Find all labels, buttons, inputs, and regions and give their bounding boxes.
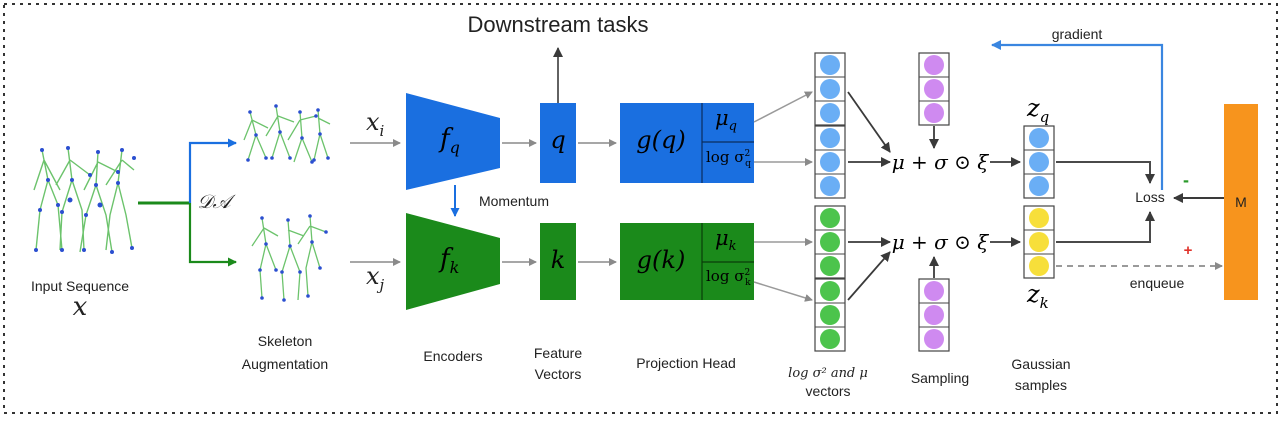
mu-q-label: μq: [715, 106, 737, 135]
xi-label: xi: [366, 108, 385, 140]
loss-label: Loss: [1135, 189, 1165, 205]
encoder-fq-label: fq: [440, 124, 460, 158]
feature-vector-k: [540, 223, 576, 300]
dotted-frame: [3, 3, 1278, 414]
gradient-label: gradient: [1051, 26, 1103, 42]
da-label: 𝒟𝒜: [197, 191, 231, 213]
xj-label: xj: [366, 262, 385, 294]
zk-sample-stack: [1023, 205, 1055, 279]
sampling-stack-bottom: [918, 278, 950, 352]
encoder-fk-shape: [406, 213, 500, 310]
downstream-tasks-label: Downstream tasks: [467, 12, 649, 37]
zq-sample-stack: [1023, 125, 1055, 199]
arrow-zk-to-loss: [1056, 211, 1155, 243]
input-skeleton-icon: [33, 147, 135, 253]
feature-q-label: q: [550, 126, 566, 154]
mu-q-vector-stack: [814, 52, 846, 126]
sigma-k-vector-stack: [814, 278, 846, 352]
sampling-label: Sampling: [910, 370, 970, 386]
input-sequence-label: Input Sequence: [30, 278, 130, 294]
reparam-bottom-label: μ + σ ⊙ ξ: [891, 230, 989, 254]
mu-k-label: μk: [715, 226, 737, 255]
arrow-sigk-to-vec: [753, 281, 813, 302]
enqueue-label: enqueue: [1129, 275, 1185, 291]
encoders-label: Encoders: [423, 348, 483, 364]
da-branch-bottom-arrow: [188, 203, 237, 267]
feature-vectors-line1: Feature: [533, 345, 583, 361]
projection-gq-label: g(q): [636, 126, 686, 154]
mu-k-vector-stack: [814, 205, 846, 279]
arrow-muq-to-reparam: [847, 91, 891, 153]
projection-head-label: Projection Head: [636, 355, 736, 371]
feature-k-label: k: [550, 246, 566, 274]
reparam-top-label: μ + σ ⊙ ξ: [891, 150, 989, 174]
encoder-fk-label: fk: [440, 244, 460, 278]
momentum-label: Momentum: [478, 193, 550, 209]
projection-gk-label: g(k): [636, 246, 686, 274]
feature-vectors-line2: Vectors: [534, 366, 582, 382]
gaussian-line1: Gaussian: [1011, 356, 1071, 372]
input-skeleton-joints: [34, 146, 136, 254]
logsigma-q-label: log σ2q: [706, 148, 751, 169]
augmented-skeleton-bottom-joints: [258, 214, 328, 302]
arrow-sigk-to-reparam: [847, 251, 891, 301]
positive-sign: +: [1183, 242, 1193, 259]
skeleton-aug-line2: Augmentation: [241, 356, 329, 372]
arrow-zq-to-loss: [1056, 161, 1155, 184]
negative-sign: -: [1183, 170, 1189, 190]
vectors-math-label: log σ² and μ: [788, 366, 868, 381]
logsigma-k-label: log σ2k: [706, 267, 751, 288]
zq-label: zq: [1027, 94, 1050, 126]
m-label: M: [1235, 194, 1247, 210]
sigma-q-vector-stack: [814, 125, 846, 199]
vectors-word-label: vectors: [805, 383, 851, 399]
gradient-arrow: [991, 40, 1164, 190]
augmented-skeleton-top-joints: [246, 104, 330, 164]
augmented-skeleton-bottom-icon: [251, 215, 327, 301]
skeleton-aug-line1: Skeleton: [257, 333, 313, 349]
zk-label: zk: [1027, 280, 1049, 312]
encoder-fq-shape: [406, 93, 500, 190]
memory-queue-m: [1224, 104, 1258, 300]
feature-vector-q: [540, 103, 576, 183]
projection-head-q: [620, 103, 754, 183]
sampling-stack-top: [918, 52, 950, 126]
input-variable-x: x: [72, 292, 88, 322]
gaussian-line2: samples: [1014, 377, 1068, 393]
da-branch-top-arrow: [188, 138, 237, 203]
arrow-muq-to-vec: [753, 91, 813, 123]
